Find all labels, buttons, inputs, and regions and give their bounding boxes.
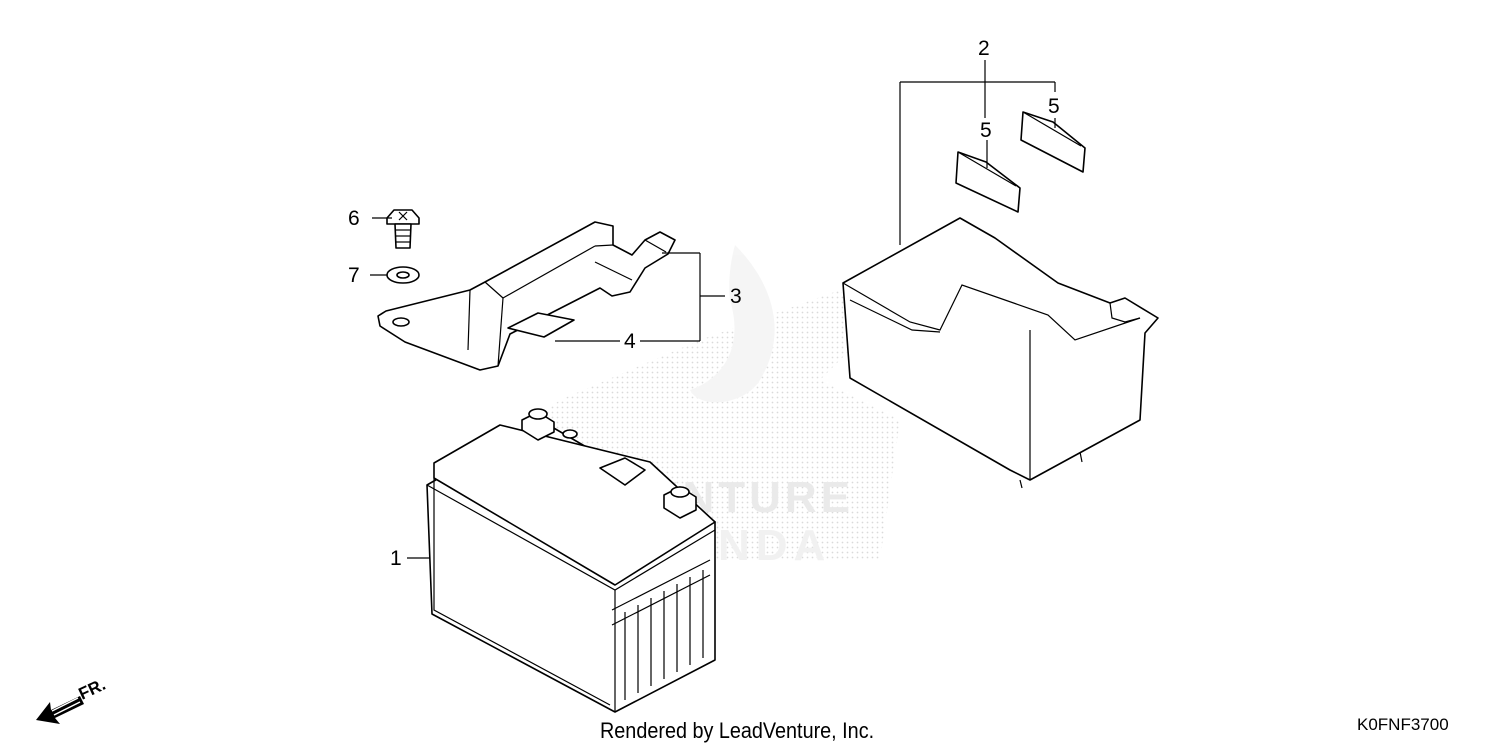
front-direction-arrow-icon: FR. [36,675,109,724]
callout-4: 4 [624,330,636,353]
battery-cell-ribs [624,570,704,700]
callout-6: 6 [348,207,360,230]
part-case-pad-right[interactable] [1020,111,1086,173]
part-washer[interactable] [386,266,420,284]
part-battery-holder[interactable] [377,221,676,371]
callout-2: 2 [978,37,990,60]
battery-terminal-negative [521,408,555,441]
callout-1: 1 [390,547,402,570]
render-credit-text: Rendered by LeadVenture, Inc. [600,718,875,743]
leader-lines [370,60,1056,559]
diagram-code-text: K0FNF3700 [1357,715,1449,734]
callout-5-left: 5 [980,119,992,142]
part-battery-case[interactable] [842,217,1159,489]
part-holder-pad[interactable] [507,312,575,338]
part-bolt[interactable] [386,209,420,249]
watermark-flame-icon [690,245,775,403]
part-case-pad-left[interactable] [955,151,1021,213]
battery-vent-icon [562,429,578,439]
callout-3: 3 [730,285,742,308]
callout-7: 7 [348,264,360,287]
part-battery[interactable] [426,408,716,713]
callout-5-right: 5 [1048,95,1060,118]
battery-terminal-positive [663,486,697,519]
